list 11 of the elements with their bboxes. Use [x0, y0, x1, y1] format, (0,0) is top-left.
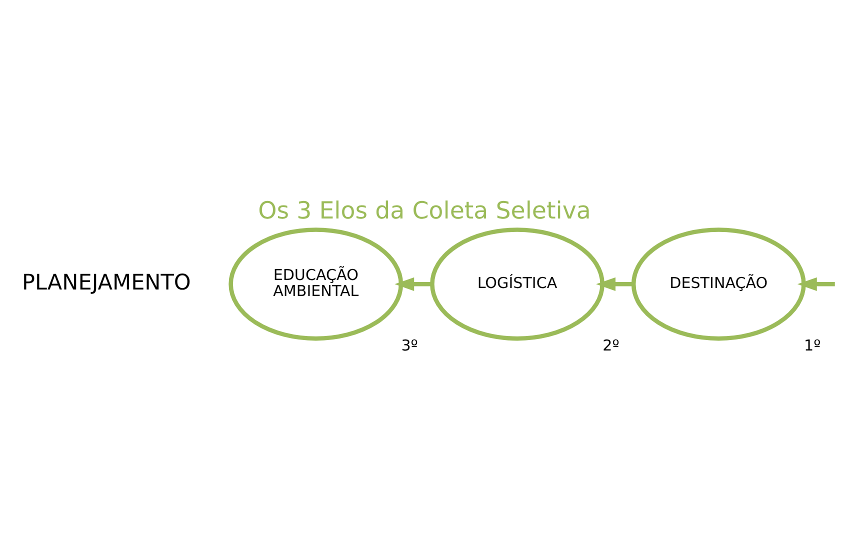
- node-ellipse: EDUCAÇÃO AMBIENTAL: [228, 228, 404, 341]
- label: PLANEJAMENTO: [22, 270, 191, 296]
- node-ellipse: LOGÍSTICA: [430, 228, 604, 341]
- node-label: 2º: [602, 336, 620, 355]
- arrow: [797, 277, 835, 291]
- diagram-title: Os 3 Elos da Coleta Seletiva: [258, 196, 591, 225]
- node-label: 3º: [401, 336, 418, 355]
- node-ellipse: DESTINAÇÃO: [631, 228, 806, 341]
- arrow: [596, 277, 634, 291]
- arrow: [394, 277, 432, 291]
- node-label: 1º: [804, 336, 821, 355]
